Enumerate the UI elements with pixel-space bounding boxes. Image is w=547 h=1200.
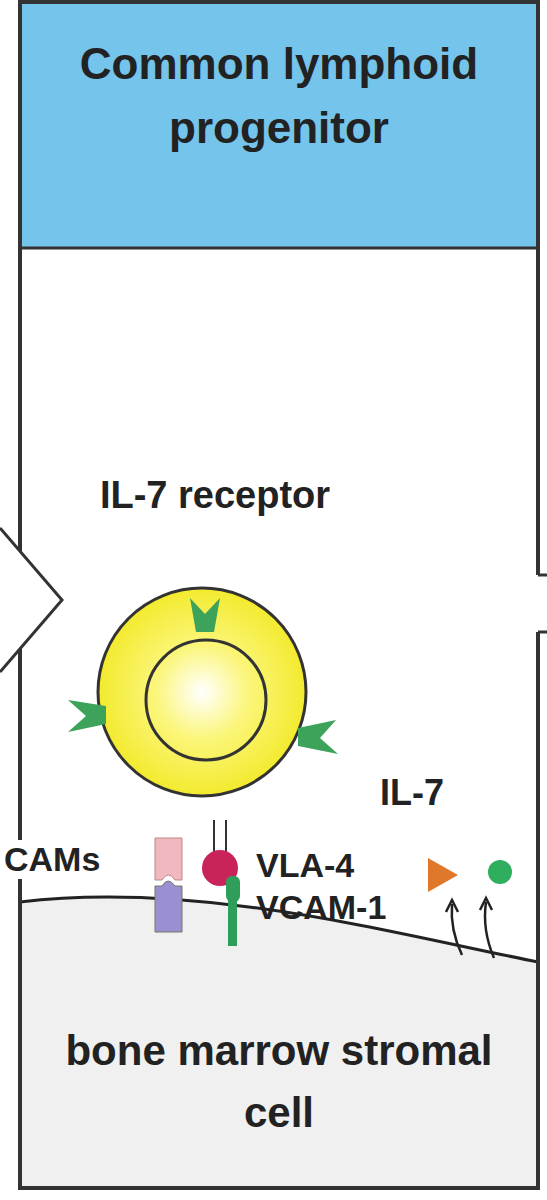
panel: Common lymphoid progenitor bone marrow st… — [20, 2, 538, 1188]
molecule-label: CAMs — [2, 840, 102, 879]
vcam1-stalk — [228, 900, 237, 946]
node-title: bone marrow stromal cell — [60, 1020, 498, 1144]
il7-receptor — [298, 720, 338, 754]
cam-molecule — [155, 838, 182, 880]
lymphoid-cell — [98, 588, 306, 796]
arrow-head — [480, 898, 492, 910]
secretion-arrow — [485, 902, 494, 958]
il7-receptor — [190, 598, 220, 632]
flow-arrow — [0, 528, 62, 672]
vcam1-molecule — [226, 876, 240, 902]
notch-tick — [538, 574, 547, 577]
vla4-stalk — [213, 820, 215, 852]
node-title: Common lymphoid progenitor — [60, 32, 498, 160]
secreted-factor — [488, 860, 512, 884]
receptor-label: IL-7 receptor — [90, 470, 340, 520]
stromal-cell-region: bone marrow stromal cell — [20, 1012, 538, 1182]
notch-tick — [538, 631, 547, 634]
molecule-label: VLA-4 — [256, 846, 354, 885]
il7-receptor — [68, 700, 106, 732]
molecule-label: VCAM-1 — [256, 888, 386, 927]
stromal-ground — [20, 897, 538, 1188]
cytokine-label: IL-7 — [380, 772, 444, 814]
nucleus — [146, 640, 266, 760]
il7-cytokine — [428, 858, 458, 892]
header-divider — [20, 247, 538, 250]
header-band — [20, 2, 538, 248]
cam-ligand — [155, 881, 182, 932]
arrow-head — [446, 900, 458, 912]
vla4-stalk — [225, 820, 227, 852]
panel-border — [20, 2, 538, 1188]
